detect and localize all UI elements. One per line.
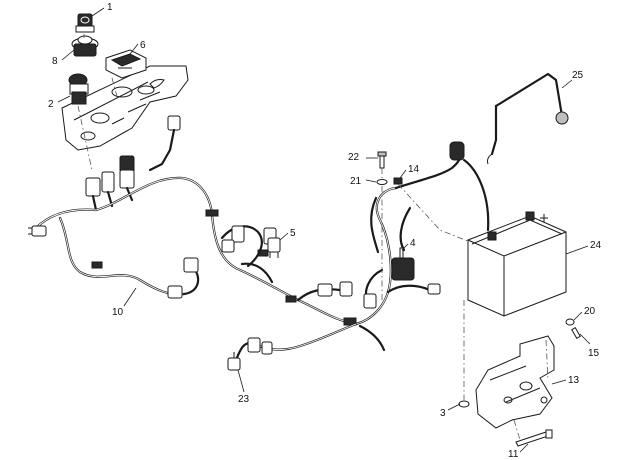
callout-14: 14 bbox=[408, 164, 420, 175]
part-6-hour-meter bbox=[105, 49, 147, 79]
callout-3: 3 bbox=[440, 408, 446, 419]
part-25-hold-down-strap bbox=[487, 72, 569, 165]
callout-labels: 1 8 6 2 10 5 23 22 21 14 4 24 25 20 15 1… bbox=[48, 2, 602, 460]
part-3-nut bbox=[458, 400, 470, 408]
part-14-nut bbox=[393, 177, 403, 185]
switch-mounting-panel bbox=[61, 65, 189, 151]
part-8-key-switch bbox=[71, 35, 99, 57]
part-15-screw bbox=[571, 326, 581, 340]
callout-24: 24 bbox=[590, 240, 602, 251]
callout-25: 25 bbox=[572, 70, 584, 81]
part-4-bolt bbox=[399, 247, 404, 259]
part-13-battery-tray-bracket bbox=[475, 335, 555, 429]
callout-11: 11 bbox=[508, 449, 519, 460]
callout-13: 13 bbox=[568, 375, 580, 386]
part-23-connector bbox=[227, 352, 241, 371]
leader-lines bbox=[57, 7, 591, 453]
part-2-rotary-switch bbox=[68, 73, 89, 105]
callout-15: 15 bbox=[588, 348, 600, 359]
part-20-washer bbox=[565, 318, 575, 326]
part-24-battery bbox=[467, 211, 567, 317]
main-wiring-harness bbox=[28, 115, 490, 362]
callout-22: 22 bbox=[348, 152, 360, 163]
callout-8: 8 bbox=[52, 56, 58, 67]
callout-1: 1 bbox=[107, 2, 113, 13]
callout-21: 21 bbox=[350, 176, 362, 187]
callout-4: 4 bbox=[410, 238, 416, 249]
part-21-washer bbox=[376, 179, 388, 185]
callout-10: 10 bbox=[112, 307, 124, 318]
part-11-bolt bbox=[515, 429, 553, 447]
callout-5: 5 bbox=[290, 228, 296, 239]
callout-20: 20 bbox=[584, 306, 596, 317]
part-5-connector bbox=[267, 237, 281, 258]
part-22-bolt bbox=[377, 151, 387, 169]
part-1-switch-cap bbox=[75, 13, 95, 33]
callout-2: 2 bbox=[48, 99, 54, 110]
callout-6: 6 bbox=[140, 40, 146, 51]
callout-23: 23 bbox=[238, 394, 250, 405]
